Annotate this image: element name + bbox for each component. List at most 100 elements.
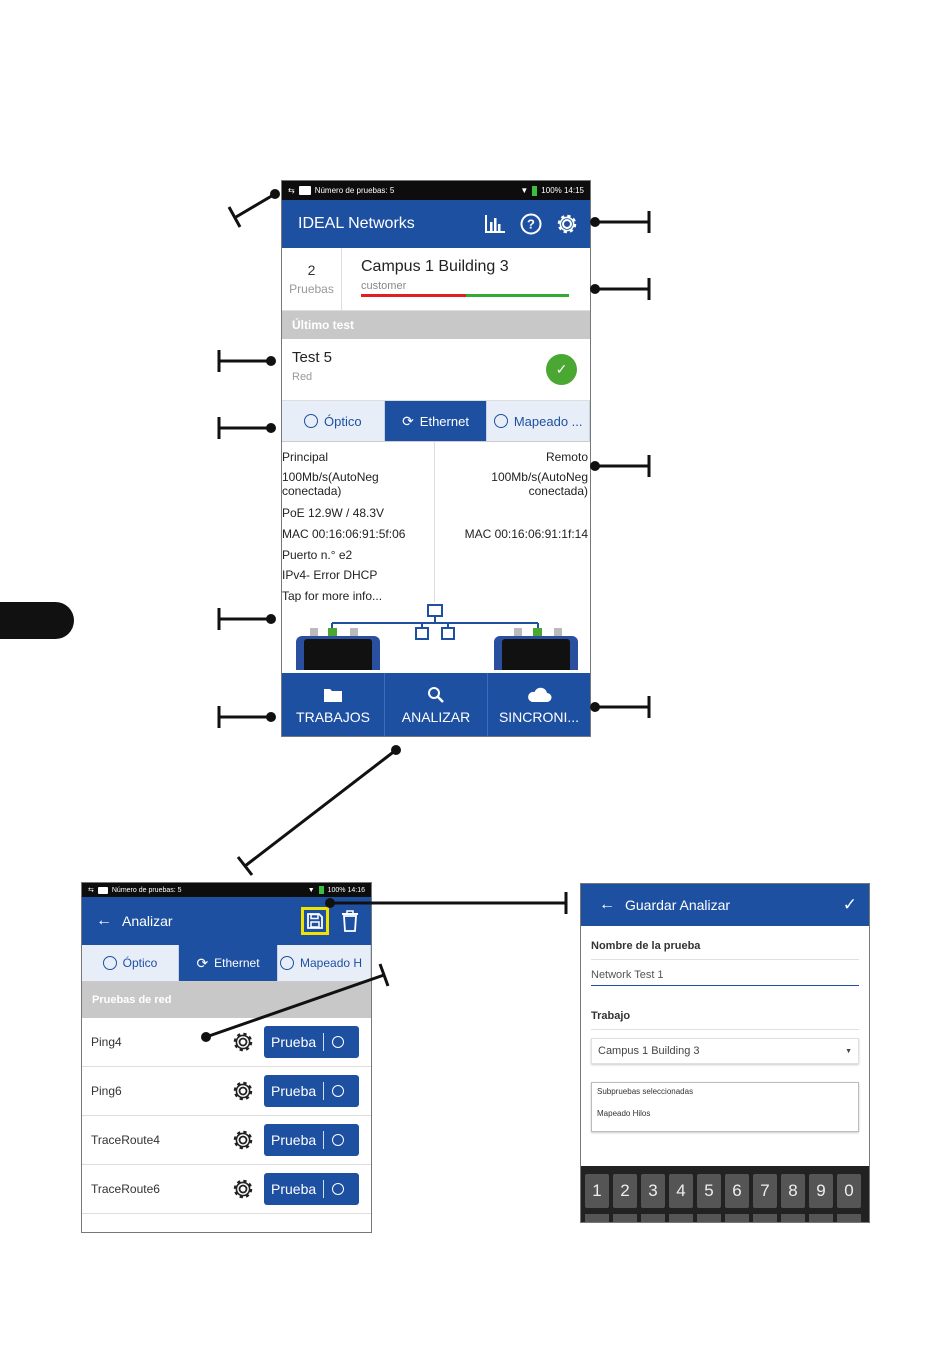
- save-button[interactable]: [301, 907, 329, 935]
- job-select-value: Campus 1 Building 3: [598, 1045, 700, 1057]
- dropdown-arrow-icon: ▼: [845, 1047, 852, 1055]
- key-7[interactable]: 7: [753, 1174, 777, 1208]
- key-0[interactable]: 0: [837, 1174, 861, 1208]
- test-count-status: Número de pruebas: 5: [111, 886, 182, 894]
- gear-icon[interactable]: [232, 1178, 254, 1200]
- gear-icon[interactable]: [556, 213, 578, 235]
- battery-icon: [318, 886, 324, 894]
- result-left: Puerto n.° e2: [282, 548, 353, 562]
- key-5[interactable]: 5: [697, 1174, 721, 1208]
- list-item: Ping4 Prueba: [82, 1018, 371, 1067]
- tab-wiremap[interactable]: Mapeado ...: [487, 401, 590, 441]
- current-job-row[interactable]: 2 Pruebas Campus 1 Building 3 customer: [282, 248, 590, 311]
- status-bar: ⇆ Número de pruebas: 5 ▼ 100% 14:16: [82, 883, 371, 897]
- chapter-tab-marker: [0, 602, 74, 639]
- subtests-title: Subpruebas seleccionadas: [597, 1087, 694, 1096]
- tap-more-info[interactable]: Tap for more info...: [282, 589, 383, 603]
- key-2[interactable]: 2: [613, 1174, 637, 1208]
- back-arrow-icon[interactable]: ←: [599, 896, 615, 913]
- confirm-check-icon[interactable]: ✓: [842, 895, 857, 914]
- list-item: Ping6 Prueba: [82, 1067, 371, 1116]
- tab-ethernet[interactable]: ⟳Ethernet: [179, 945, 278, 981]
- test-type-tabs: Óptico ⟳Ethernet Mapeado H: [82, 945, 371, 982]
- help-icon[interactable]: ?: [520, 213, 542, 235]
- section-last-test: Último test: [282, 311, 590, 339]
- key-6[interactable]: 6: [725, 1174, 749, 1208]
- list-item-partial: [82, 1214, 371, 1232]
- key-4[interactable]: 4: [669, 1174, 693, 1208]
- chart-icon[interactable]: [484, 213, 506, 235]
- run-test-button[interactable]: Prueba: [264, 1026, 359, 1058]
- key-3[interactable]: 3: [641, 1174, 665, 1208]
- network-test-list: Ping4 Prueba Ping6 Prueba TraceRoute4 Pr…: [82, 1018, 371, 1232]
- main-screen: ⇆ Número de pruebas: 5 ▼ 100% 14:15 IDEA…: [281, 180, 591, 737]
- test-name-input[interactable]: Network Test 1: [591, 969, 859, 986]
- key-8[interactable]: 8: [781, 1174, 805, 1208]
- save-analyze-title: Guardar Analizar: [625, 897, 731, 913]
- run-test-button[interactable]: Prueba: [264, 1124, 359, 1156]
- folder-icon: [298, 186, 311, 195]
- nav-sync-button[interactable]: SINCRONI...: [488, 673, 590, 736]
- result-right: 100Mb/s(AutoNeg conectada): [491, 470, 588, 498]
- job-count-label: Pruebas: [289, 282, 334, 296]
- nav-analyze-label: ANALIZAR: [401, 708, 471, 725]
- nav-jobs-button[interactable]: TRABAJOS: [282, 673, 385, 736]
- key-1[interactable]: 1: [585, 1174, 609, 1208]
- trash-icon[interactable]: [339, 910, 361, 932]
- job-count-value: 2: [307, 262, 316, 278]
- nav-sync-label: SINCRONI...: [498, 708, 580, 725]
- gear-icon[interactable]: [232, 1129, 254, 1151]
- tab-optical[interactable]: Óptico: [82, 945, 179, 981]
- test-count-status: Número de pruebas: 5: [314, 186, 395, 195]
- result-left: PoE 12.9W / 48.3V: [282, 506, 385, 520]
- job-customer: customer: [361, 280, 407, 292]
- subtest-item: Mapeado Hilos: [597, 1109, 651, 1118]
- job-test-count: 2 Pruebas: [282, 248, 342, 310]
- test-type-tabs: Óptico ⟳Ethernet Mapeado ...: [282, 401, 590, 442]
- job-select[interactable]: Campus 1 Building 3 ▼: [591, 1038, 859, 1064]
- nav-jobs-label: TRABAJOS: [296, 708, 370, 725]
- ethernet-results[interactable]: Principal Remoto 100Mb/s(AutoNeg conecta…: [282, 442, 590, 603]
- gear-icon[interactable]: [232, 1031, 254, 1053]
- save-form: Nombre de la prueba Network Test 1 Traba…: [581, 940, 869, 1132]
- test-name: Ping6: [91, 1084, 122, 1098]
- app-title: IDEAL Networks: [298, 215, 415, 232]
- tab-optical[interactable]: Óptico: [282, 401, 385, 441]
- last-test-name: Test 5: [292, 349, 333, 366]
- results-col-remote: Remoto: [545, 450, 588, 464]
- selected-subtests-box: Subpruebas seleccionadas Mapeado Hilos: [591, 1082, 859, 1132]
- key-9[interactable]: 9: [809, 1174, 833, 1208]
- result-left: 100Mb/s(AutoNeg conectada): [282, 470, 379, 498]
- results-col-principal: Principal: [282, 450, 329, 464]
- nav-analyze-button[interactable]: ANALIZAR: [385, 673, 488, 736]
- analyze-screen: ⇆ Número de pruebas: 5 ▼ 100% 14:16 ← An…: [81, 882, 372, 1233]
- test-name: Ping4: [91, 1035, 122, 1049]
- battery-time: 100% 14:15: [541, 186, 584, 195]
- last-test-row[interactable]: Test 5 Red ✓: [282, 339, 590, 401]
- last-test-type: Red: [292, 371, 313, 383]
- result-left: MAC 00:16:06:91:5f:06: [282, 527, 406, 541]
- tab-ethernet[interactable]: ⟳Ethernet: [384, 401, 488, 441]
- run-test-button[interactable]: Prueba: [264, 1173, 359, 1205]
- pass-check-icon: ✓: [546, 354, 577, 385]
- wifi-icon: ▼: [520, 186, 529, 195]
- battery-icon: [532, 185, 538, 196]
- back-arrow-icon[interactable]: ←: [96, 912, 112, 929]
- status-bar: ⇆ Número de pruebas: 5 ▼ 100% 14:15: [282, 181, 590, 200]
- cloud-icon: [526, 685, 552, 705]
- run-test-button[interactable]: Prueba: [264, 1075, 359, 1107]
- folder-icon: [323, 685, 343, 705]
- app-bar: ← Guardar Analizar ✓: [581, 884, 869, 926]
- battery-time: 100% 14:16: [327, 886, 365, 894]
- gear-icon[interactable]: [232, 1080, 254, 1102]
- save-icon: [307, 913, 323, 929]
- wifi-icon: ▼: [307, 886, 315, 894]
- result-right: MAC 00:16:06:91:1f:14: [464, 527, 588, 541]
- sync-icon: ⟳: [402, 412, 414, 429]
- job-progress-bar: [361, 294, 569, 297]
- tab-wiremap[interactable]: Mapeado H: [278, 945, 371, 981]
- job-info: Campus 1 Building 3 customer: [342, 248, 590, 310]
- sync-icon: ⟳: [196, 954, 209, 971]
- analyze-title: Analizar: [122, 913, 173, 929]
- save-analyze-screen: ← Guardar Analizar ✓ Nombre de la prueba…: [580, 883, 870, 1223]
